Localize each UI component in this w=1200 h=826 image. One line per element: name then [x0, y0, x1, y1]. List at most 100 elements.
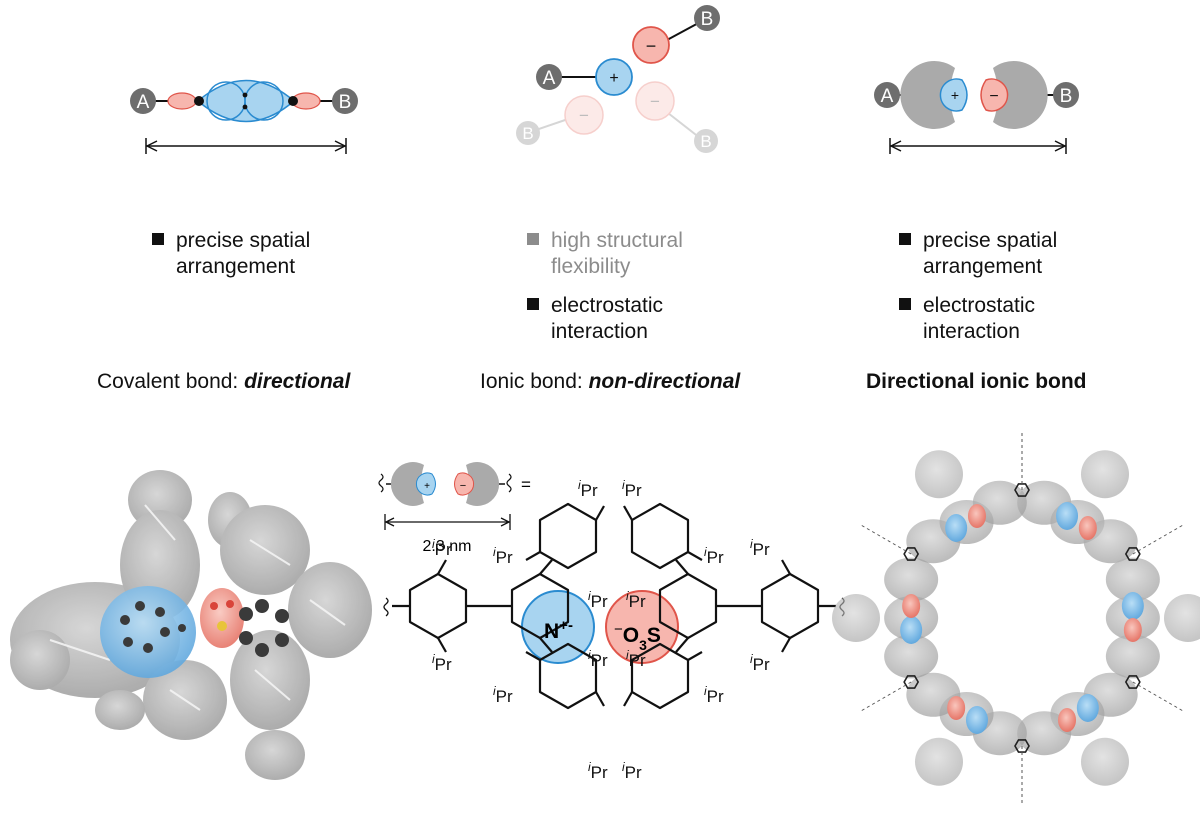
framework-linker: [903, 675, 920, 689]
atom-b-faded: B: [700, 132, 711, 151]
ipr-label: iPr: [588, 760, 608, 782]
ipr-label: iPr: [588, 589, 608, 611]
anion-minus: −: [646, 36, 657, 56]
anion-label: −O3S: [614, 621, 661, 654]
orbital-lobe-left: [167, 92, 197, 110]
framework-cation: [1076, 694, 1099, 722]
electron-dot: [242, 92, 248, 98]
anion: [632, 26, 670, 64]
framework-spoke: [1132, 523, 1186, 555]
anion-shell: [993, 61, 1048, 130]
chemical-structure: + − = 2.3 nm: [378, 462, 845, 782]
molecular-model-3d: [10, 470, 372, 780]
ipr-label: iPr: [493, 545, 513, 567]
framework-linker: [1014, 483, 1030, 497]
framework-linker: [1124, 675, 1141, 689]
ipr-label: iPr: [750, 652, 770, 674]
framework-blob: [1105, 557, 1160, 602]
framework-blob: [884, 557, 939, 602]
ionic-title: Ionic bond: non-directional: [480, 370, 741, 393]
ipr-label: iPr: [493, 684, 513, 706]
cation: [595, 58, 633, 96]
cation-plus: +: [609, 70, 618, 87]
framework-blob: [1081, 737, 1129, 786]
ipr-label: iPr: [750, 537, 770, 559]
cation: [939, 78, 968, 112]
atom-b: [694, 5, 720, 31]
bullet-structural-flexibility: high structural flexibility: [527, 228, 683, 280]
framework-blob: [915, 737, 963, 786]
ionic-diagram: − B − B A + − B: [516, 5, 720, 153]
atom-a-label: A: [543, 68, 556, 89]
framework-linker: [1124, 547, 1141, 561]
bonding-orbital: [196, 79, 296, 123]
ipr-label: iPr: [622, 760, 642, 782]
anion-minus-faded: −: [650, 92, 660, 111]
ipr-label: iPr: [626, 589, 646, 611]
mini-cation-plus: +: [424, 481, 430, 492]
framework-spoke: [1132, 681, 1186, 713]
framework-blob: [915, 450, 963, 499]
cation-label: N+-: [544, 617, 573, 644]
framework-cation: [965, 706, 988, 734]
framework-cation: [945, 514, 968, 542]
atom-a: [130, 88, 156, 114]
framework-cation: [1121, 592, 1144, 620]
atom-a-label: A: [137, 92, 150, 113]
length-arrow: [889, 138, 1067, 154]
mini-anion-minus: −: [460, 480, 466, 492]
equals-sign: =: [521, 475, 531, 494]
ipr-label: iPr: [704, 684, 724, 706]
framework-blob: [972, 480, 1027, 525]
hexagonal-framework: [832, 430, 1200, 806]
framework-blob: [884, 634, 939, 679]
framework-cation: [900, 616, 923, 644]
framework-blob: [1017, 711, 1072, 756]
ipr-label: iPr: [588, 648, 608, 670]
atom-b-label: B: [339, 92, 352, 113]
atom-a: [536, 64, 562, 90]
bullet-electrostatic: electrostatic interaction: [527, 293, 663, 345]
framework-spoke: [858, 681, 912, 713]
framework-anion: [947, 696, 966, 720]
covalent-diagram: A B: [130, 79, 358, 154]
framework-anion: [967, 504, 986, 528]
framework-linker: [1014, 739, 1030, 753]
atom-b: [1053, 82, 1079, 108]
bullet-precise-arrangement: precise spatial arrangement: [899, 228, 1057, 280]
atom-a-label: A: [881, 86, 894, 107]
cation-shell: [900, 61, 955, 129]
bullet-electrostatic: electrostatic interaction: [899, 293, 1035, 345]
length-arrow: [145, 138, 347, 154]
framework-spoke: [858, 523, 912, 555]
framework-blob: [832, 594, 880, 642]
ion-pair-icon: + − =: [378, 462, 531, 506]
framework-blob: [1105, 634, 1160, 679]
ipr-label: iPr: [432, 537, 452, 559]
ipr-label: iPr: [622, 478, 642, 500]
ipr-label: iPr: [704, 545, 724, 567]
bullet-precise-arrangement: precise spatial arrangement: [152, 228, 310, 280]
ipr-label: iPr: [578, 478, 598, 500]
anion: [980, 78, 1009, 112]
framework-linker: [903, 547, 920, 561]
cation-sphere: [100, 586, 196, 678]
atom-b-label: B: [701, 9, 714, 30]
covalent-title: Covalent bond: directional: [97, 370, 351, 393]
directional-ionic-diagram: + − A B: [874, 61, 1079, 154]
atom-b-faded: B: [522, 124, 533, 143]
scale-bar: [384, 514, 511, 530]
framework-blob: [1083, 519, 1138, 564]
framework-anion: [1058, 708, 1077, 732]
cation-plus: +: [951, 87, 959, 103]
framework-anion: [1123, 618, 1142, 642]
anion-minus-faded: −: [579, 106, 589, 125]
atom-b-label: B: [1060, 86, 1073, 107]
atom-b: [332, 88, 358, 114]
ipr-label: iPr: [626, 648, 646, 670]
atom-a: [874, 82, 900, 108]
directional-title: Directional ionic bond: [866, 370, 1087, 393]
anion-minus: −: [989, 88, 998, 105]
